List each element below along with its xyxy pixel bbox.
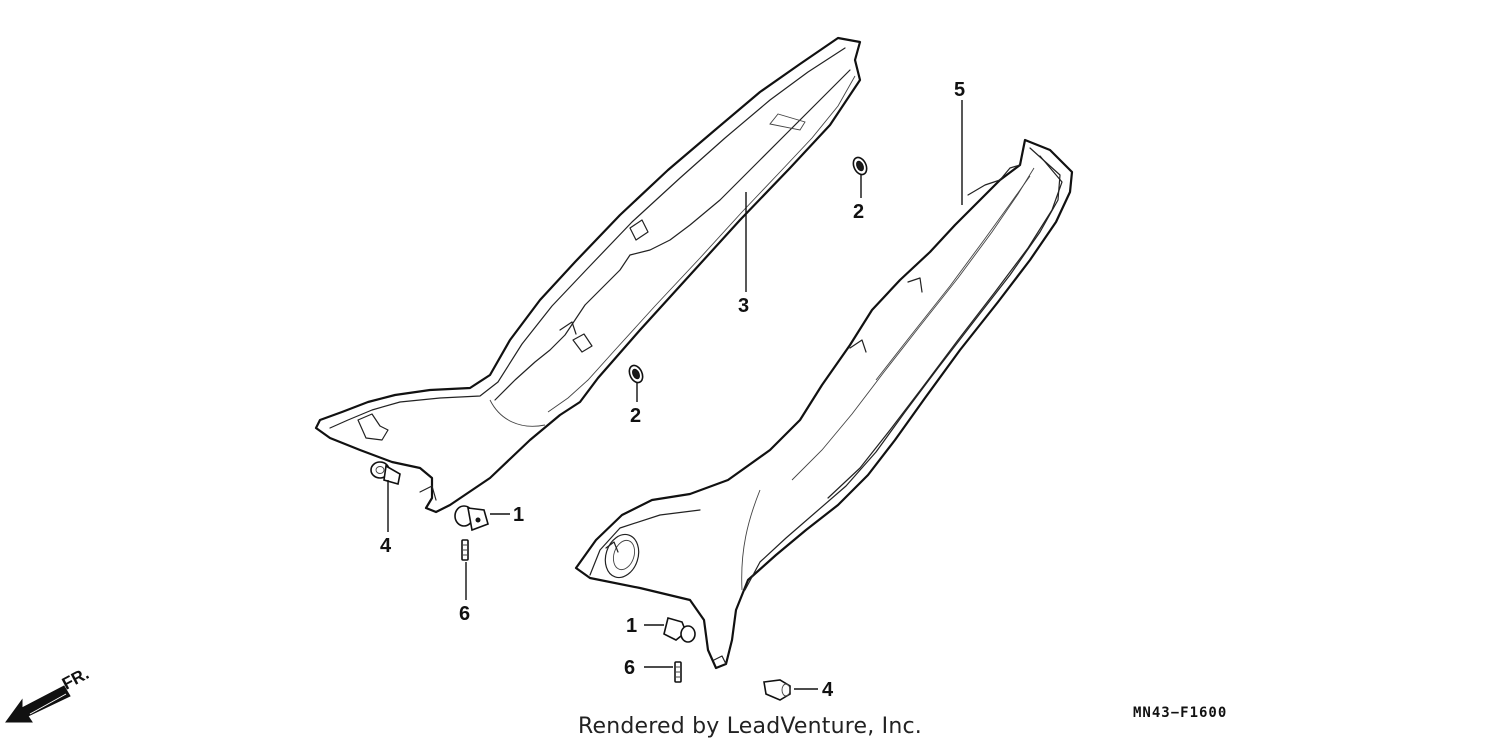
callout-6-right: 6 [624, 657, 635, 679]
callout-5: 5 [954, 79, 965, 101]
cushion-left[interactable] [370, 461, 401, 486]
callout-6-left: 6 [459, 603, 470, 625]
grommet-lower[interactable] [627, 363, 645, 384]
callout-4-right: 4 [822, 679, 834, 701]
right-side-cover[interactable] [574, 138, 1074, 670]
callout-1-right: 1 [626, 615, 637, 637]
collar-left[interactable] [454, 505, 489, 532]
callout-3: 3 [738, 295, 749, 317]
left-side-cover[interactable] [314, 36, 862, 514]
callout-2-upper: 2 [853, 201, 864, 223]
grommet-upper[interactable] [851, 155, 869, 176]
clip-right[interactable] [674, 661, 682, 683]
callout-4-left: 4 [380, 535, 392, 557]
callout-2-lower: 2 [630, 405, 641, 427]
collar-right[interactable] [663, 617, 696, 643]
callout-1-left: 1 [513, 504, 524, 526]
clip-left[interactable] [461, 539, 469, 561]
cushion-right[interactable] [763, 679, 791, 701]
diagram-code: MN43−F1600 [1133, 705, 1228, 721]
rendered-by-caption: Rendered by LeadVenture, Inc. [578, 714, 922, 739]
front-arrow-icon: FR. [5, 664, 92, 723]
